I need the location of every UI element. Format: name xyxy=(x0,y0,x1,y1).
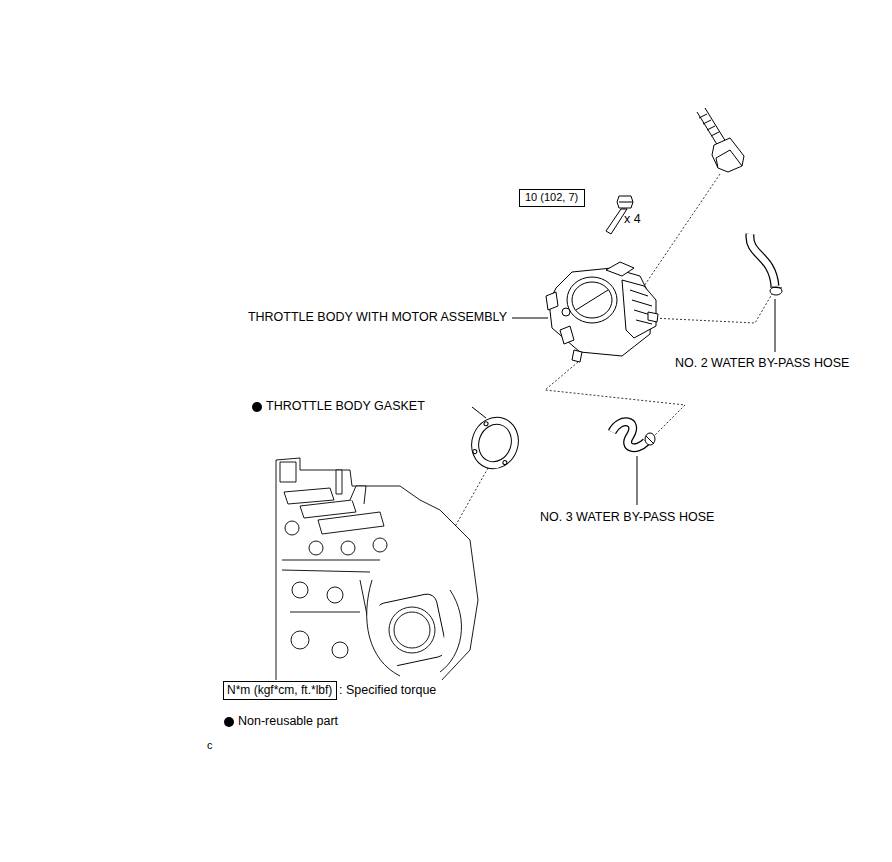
harness-ribs xyxy=(699,114,719,136)
hose-body xyxy=(750,234,775,286)
gasket xyxy=(464,411,525,476)
part-name: NO. 2 WATER BY-PASS HOSE xyxy=(675,356,849,371)
bolt-head-line xyxy=(619,202,633,203)
engine-boss xyxy=(292,582,308,598)
gasket-hole xyxy=(502,460,507,465)
hose-clamp-line xyxy=(770,287,782,288)
engine-boss xyxy=(332,642,348,658)
engine-boss xyxy=(373,538,387,552)
engine-part xyxy=(318,512,384,534)
engine-pipe xyxy=(350,486,366,504)
water-nipple xyxy=(648,312,658,322)
gasket-hole xyxy=(483,421,488,426)
throttle-flange-ear xyxy=(560,326,574,344)
water-nipple xyxy=(572,350,582,362)
wire-harness xyxy=(697,108,726,146)
hose-body xyxy=(612,422,646,448)
engine-boss xyxy=(341,541,355,555)
gasket-hole xyxy=(472,449,477,454)
page-mark: c xyxy=(207,739,213,752)
gasket-inner xyxy=(473,420,516,467)
hose-clamp xyxy=(770,287,782,295)
throttle-boss xyxy=(562,308,570,316)
water-bypass-hose-2 xyxy=(750,234,782,295)
hose-clamp-line xyxy=(646,436,654,444)
leader-line xyxy=(637,456,638,505)
hose-outline xyxy=(750,234,775,286)
legend-text: Non-reusable part xyxy=(238,714,338,729)
assembly-line xyxy=(640,174,720,292)
part-name: THROTTLE BODY GASKET xyxy=(266,399,425,414)
engine-block xyxy=(276,458,478,680)
throttle-flange-ear xyxy=(546,292,558,310)
throttle-bore xyxy=(567,277,617,323)
torque-value: N*m (kgf*cm, ft.*lbf) xyxy=(227,683,333,697)
torque-value: 10 (102, 7) xyxy=(525,191,579,204)
non-reusable-mark xyxy=(252,402,262,412)
engine-part xyxy=(300,500,356,518)
intake-port-inner xyxy=(394,612,430,648)
torque-box: N*m (kgf*cm, ft.*lbf) xyxy=(223,681,337,700)
engine-lines xyxy=(282,560,380,640)
quantity: x 4 xyxy=(624,212,641,227)
engine-boss xyxy=(327,587,343,603)
throttle-valve xyxy=(576,290,608,310)
legend-text: : Specified torque xyxy=(339,683,436,698)
engine-part xyxy=(280,462,296,482)
wire-connector xyxy=(697,108,744,172)
hose-clamp xyxy=(645,433,655,445)
engine-part xyxy=(284,488,334,504)
part-name: NO. 3 WATER BY-PASS HOSE xyxy=(540,510,714,525)
throttle-top-boss xyxy=(606,262,634,276)
intake-port xyxy=(389,607,435,653)
torque-box: 10 (102, 7) xyxy=(519,189,585,207)
engine-boss xyxy=(309,541,323,555)
leader-line xyxy=(512,318,548,319)
throttle-body xyxy=(546,262,658,362)
leader-line xyxy=(472,407,486,418)
throttle-bore-inner xyxy=(572,282,612,318)
engine-part xyxy=(336,470,342,494)
non-reusable-mark xyxy=(224,717,234,727)
part-name: THROTTLE BODY WITH MOTOR ASSEMBLY xyxy=(248,310,507,325)
connector-body xyxy=(712,138,744,172)
intake-surge xyxy=(367,580,462,676)
gasket-outer xyxy=(464,411,525,476)
hose-outline xyxy=(612,422,646,448)
engine xyxy=(276,458,478,680)
engine-boss xyxy=(285,521,299,535)
connector-edge xyxy=(716,150,742,168)
engine-boss xyxy=(291,631,309,649)
motor-housing xyxy=(622,280,656,338)
water-bypass-hose-3 xyxy=(612,422,655,448)
assembly-line xyxy=(652,294,772,323)
bolt-shaft xyxy=(606,209,627,234)
leader-line xyxy=(775,299,776,352)
bolt-head xyxy=(617,196,633,208)
